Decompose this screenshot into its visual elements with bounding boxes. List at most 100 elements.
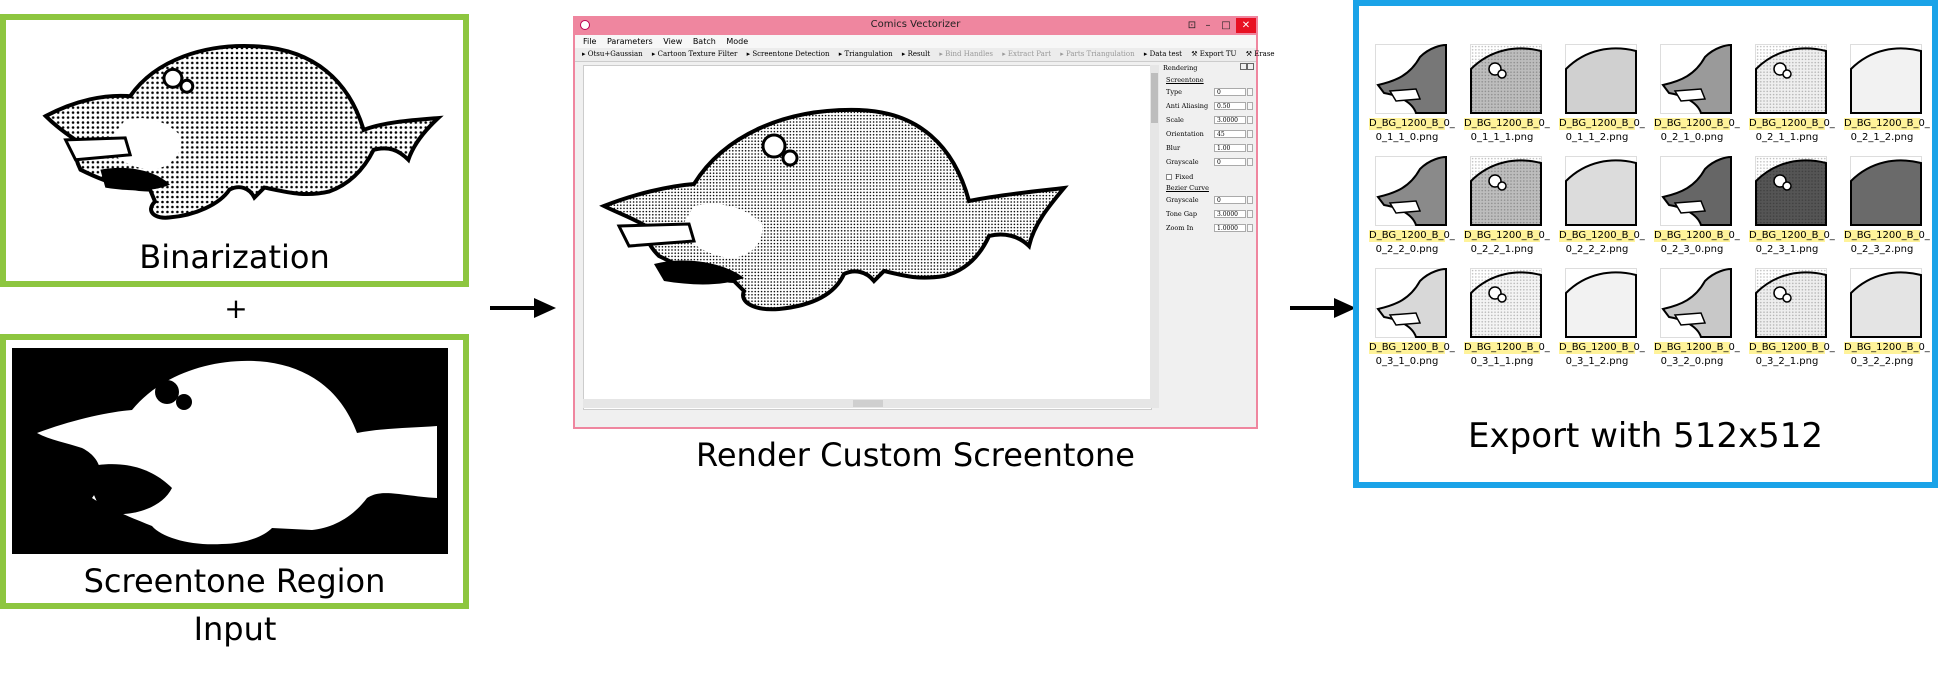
thumbnail-filename-line1: D_BG_1200_B_0_	[1844, 230, 1930, 242]
file-thumbnail[interactable]: D_BG_1200_B_0_0_2_3_0.png	[1654, 148, 1740, 256]
blur-spinner[interactable]	[1247, 144, 1253, 152]
tool-erase[interactable]: ⚒ Erase	[1245, 50, 1275, 58]
blur-label: Blur	[1166, 144, 1181, 152]
minimize-button[interactable]: –	[1205, 20, 1211, 31]
menu-bar: File Parameters View Batch Mode	[575, 35, 1256, 48]
tool-bind-handles[interactable]: ▸ Bind Handles	[939, 50, 993, 58]
tool-export-tu[interactable]: ⚒ Export TU	[1191, 50, 1237, 58]
grayscale-field[interactable]: 0	[1214, 158, 1246, 166]
pin-icon[interactable]: ⊡	[1187, 20, 1197, 31]
menu-file[interactable]: File	[583, 37, 597, 46]
orientation-spinner[interactable]	[1247, 130, 1253, 138]
close-button[interactable]: ✕	[1236, 18, 1256, 33]
thumbnail-image	[1470, 44, 1542, 114]
thumbnail-image	[1565, 268, 1637, 338]
menu-mode[interactable]: Mode	[726, 37, 749, 46]
thumbnail-image	[1755, 268, 1827, 338]
tool-triangulation[interactable]: ▸ Triangulation	[838, 50, 893, 58]
orientation-label: Orientation	[1166, 130, 1204, 138]
thumbnail-filename-line1: D_BG_1200_B_0_	[1749, 230, 1835, 242]
anti-aliasing-field[interactable]: 0.50	[1214, 102, 1246, 110]
section-screentone: Screentone	[1166, 76, 1204, 84]
scale-spinner[interactable]	[1247, 116, 1253, 124]
thumbnail-image	[1375, 267, 1447, 338]
thumbnail-filename-line2: 0_3_2_1.png	[1755, 356, 1819, 367]
file-thumbnail[interactable]: D_BG_1200_B_0_ 0_2_1_2.png	[1844, 36, 1930, 144]
tone-gap-field[interactable]: 3.0000	[1214, 210, 1246, 218]
tool-parts-triangulation[interactable]: ▸ Parts Triangulation	[1060, 50, 1135, 58]
file-thumbnail[interactable]: D_BG_1200_B_0_0_2_3_1.png	[1749, 148, 1835, 256]
tool-result[interactable]: ▸ Result	[901, 50, 931, 58]
type-spinner[interactable]	[1247, 88, 1253, 96]
file-thumbnail[interactable]: D_BG_1200_B_0_0_3_2_0.png	[1654, 260, 1740, 368]
horizontal-scrollbar[interactable]	[583, 399, 1150, 408]
window-titlebar[interactable]: Comics Vectorizer ⊡ – □ ✕	[575, 18, 1256, 35]
fixed-checkbox[interactable]	[1166, 174, 1172, 180]
file-thumbnail[interactable]: D_BG_1200_B_0_0_3_1_2.png	[1559, 260, 1645, 368]
tool-cartoon-texture-filter[interactable]: ▸ Cartoon Texture Filter	[651, 50, 738, 58]
thumbnail-filename-line1: D_BG_1200_B_0_	[1844, 118, 1930, 130]
file-thumbnail[interactable]: D_BG_1200_B_0_0_2_1_0.png	[1654, 36, 1740, 144]
blur-field[interactable]: 1.00	[1214, 144, 1246, 152]
panel-float-close-icons[interactable]	[1240, 63, 1254, 70]
scale-label: Scale	[1166, 116, 1184, 124]
file-thumbnail[interactable]: D_BG_1200_B_0_0_2_2_1.png	[1464, 148, 1550, 256]
file-thumbnail[interactable]: D_BG_1200_B_0_0_3_1_0.png	[1369, 260, 1455, 368]
grayscale-spinner[interactable]	[1247, 158, 1253, 166]
bezier-grayscale-label: Grayscale	[1166, 196, 1199, 204]
file-thumbnail[interactable]: D_BG_1200_B_0_0_1_1_0.png	[1369, 36, 1455, 144]
grayscale-label: Grayscale	[1166, 158, 1199, 166]
file-thumbnail[interactable]: D_BG_1200_B_0_0_3_2_1.png	[1749, 260, 1835, 368]
menu-view[interactable]: View	[663, 37, 683, 46]
render-canvas[interactable]	[583, 65, 1152, 410]
type-field[interactable]: 0	[1214, 88, 1246, 96]
bezier-grayscale-field[interactable]: 0	[1214, 196, 1246, 204]
scroll-thumb[interactable]	[1151, 73, 1158, 123]
tool-extract-part[interactable]: ▸ Extract Part	[1002, 50, 1052, 58]
thumbnail-filename-line2: 0_2_1_0.png	[1660, 132, 1724, 143]
file-thumbnail[interactable]: D_BG_1200_B_0_0_2_2_0.png	[1369, 148, 1455, 256]
screentone-region-mask-image	[12, 348, 448, 554]
file-thumbnail[interactable]: D_BG_1200_B_0_0_1_1_2.png	[1559, 36, 1645, 144]
section-bezier-curve: Bezier Curve	[1166, 184, 1209, 192]
export-caption: Export with 512x512	[1468, 416, 1823, 456]
thumbnail-filename-line1: D_BG_1200_B_0_	[1464, 342, 1550, 354]
thumbnail-filename-line2: 0_1_1_0.png	[1375, 132, 1439, 143]
scroll-thumb[interactable]	[853, 400, 883, 407]
vertical-scrollbar[interactable]	[1150, 65, 1159, 408]
file-thumbnail[interactable]: D_BG_1200_B_0_0_2_2_2.png	[1559, 148, 1645, 256]
file-thumbnail[interactable]: D_BG_1200_B_0_ 0_2_3_2.png	[1844, 148, 1930, 256]
file-thumbnail[interactable]: D_BG_1200_B_0_0_3_1_1.png	[1464, 260, 1550, 368]
tool-data-test[interactable]: ▸ Data test	[1143, 50, 1182, 58]
app-icon	[580, 20, 590, 30]
file-thumbnail[interactable]: D_BG_1200_B_0_0_1_1_1.png	[1464, 36, 1550, 144]
screentone-region-caption: Screentone Region	[83, 562, 386, 600]
thumbnail-filename-line2: 0_3_2_0.png	[1660, 356, 1724, 367]
bezier-grayscale-spinner[interactable]	[1247, 196, 1253, 204]
file-thumbnail[interactable]: D_BG_1200_B_0_0_2_1_1.png	[1749, 36, 1835, 144]
thumbnail-filename-line1: D_BG_1200_B_0_	[1464, 118, 1550, 130]
thumbnail-filename-line2: 0_2_3_2.png	[1850, 244, 1914, 255]
menu-parameters[interactable]: Parameters	[606, 37, 653, 46]
thumbnail-image	[1375, 155, 1447, 226]
tool-otsu-gaussian[interactable]: ▸ Otsu+Gaussian	[582, 50, 643, 58]
thumbnail-filename-line2: 0_2_1_2.png	[1850, 132, 1914, 143]
orientation-field[interactable]: 45	[1214, 130, 1246, 138]
binarized-dolphin-image	[42, 43, 444, 220]
tone-gap-spinner[interactable]	[1247, 210, 1253, 218]
file-thumbnail[interactable]: D_BG_1200_B_0_0_3_2_2.png	[1844, 260, 1930, 368]
thumbnail-filename-line2: 0_2_2_2.png	[1565, 244, 1629, 255]
window-title: Comics Vectorizer	[870, 19, 961, 30]
thumbnail-image	[1850, 156, 1922, 226]
toolbar: ▸ Otsu+Gaussian ▸ Cartoon Texture Filter…	[575, 48, 1275, 62]
maximize-button[interactable]: □	[1221, 20, 1231, 31]
anti-aliasing-spinner[interactable]	[1247, 102, 1253, 110]
zoom-in-spinner[interactable]	[1247, 224, 1253, 232]
tool-screentone-detection[interactable]: ▸ Screentone Detection	[746, 50, 830, 58]
input-label: Input	[193, 610, 277, 648]
menu-batch[interactable]: Batch	[692, 37, 716, 46]
thumbnail-filename-line2: 0_2_1_1.png	[1755, 132, 1819, 143]
scale-field[interactable]: 3.0000	[1214, 116, 1246, 124]
zoom-in-field[interactable]: 1.0000	[1214, 224, 1246, 232]
